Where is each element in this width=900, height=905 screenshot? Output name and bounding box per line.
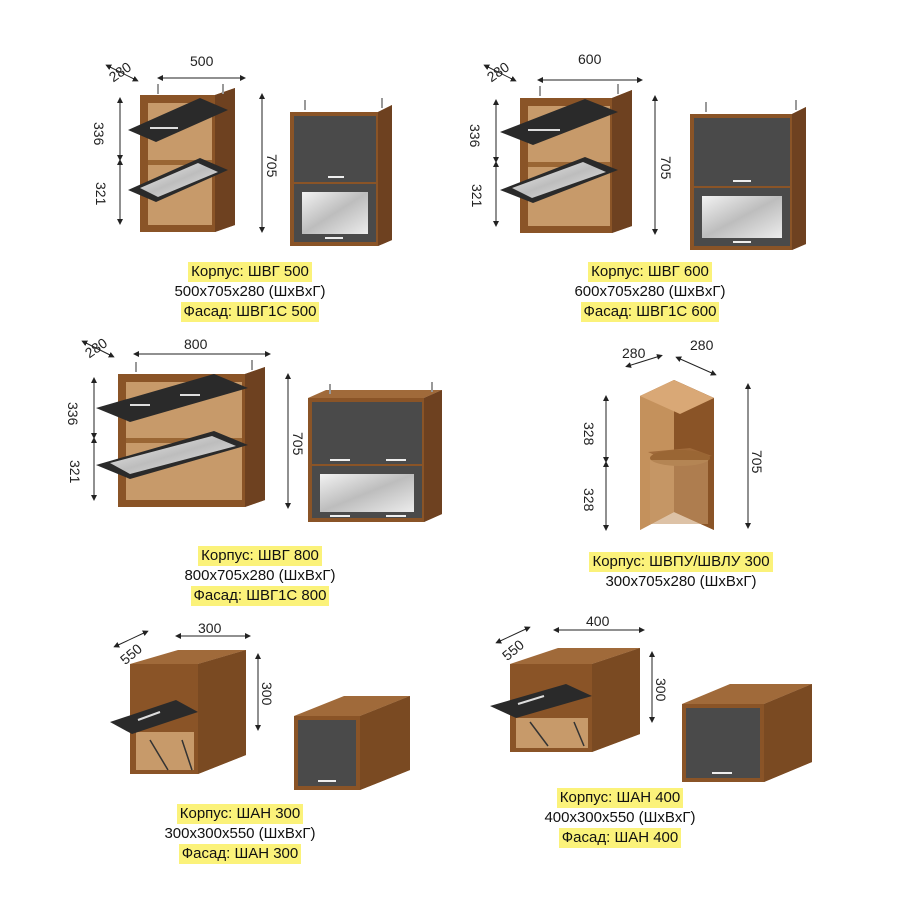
dim-depth: 280 (106, 58, 134, 85)
caption-line: Фасад: ШВГ1С 500 (180, 302, 320, 322)
dim-depth-b: 280 (690, 337, 714, 353)
dim-top-height: 328 (581, 422, 597, 446)
dim-top-height: 336 (467, 124, 483, 148)
dim-height: 705 (290, 432, 306, 456)
dim-bottom-height: 321 (93, 182, 109, 206)
caption-line: Корпус: ШВГ 800 (198, 546, 322, 566)
lift-door (110, 700, 198, 734)
caption-line: 500x705x280 (ШxВxГ) (174, 283, 326, 300)
block-shan400: 550 400 300 (490, 613, 812, 782)
block-shvg600: 600 280 336 321 705 (467, 51, 806, 250)
caption-line: Фасад: ШАН 400 (558, 828, 682, 848)
caption-line: Фасад: ШВГ1С 600 (580, 302, 720, 322)
closed-cabinet-shvg800 (308, 382, 442, 522)
dim-height: 300 (259, 682, 275, 706)
caption-line: 400x300x550 (ШxВxГ) (544, 809, 696, 826)
dim-bottom-height: 321 (469, 184, 485, 208)
caption-line: 800x705x280 (ШxВxГ) (184, 567, 336, 584)
caption-shan300: Корпус: ШАН 300 300x300x550 (ШxВxГ) Фаса… (120, 804, 360, 864)
caption-line: Фасад: ШАН 300 (178, 844, 302, 864)
caption-shvpu300: Корпус: ШВПУ/ШВЛУ 300 300x705x280 (ШxВxГ… (556, 552, 806, 592)
caption-line: 300x300x550 (ШxВxГ) (164, 825, 316, 842)
dim-width: 600 (578, 51, 602, 67)
dim-width: 800 (184, 336, 208, 352)
caption-shan400: Корпус: ШАН 400 400x300x550 (ШxВxГ) Фаса… (500, 788, 740, 848)
caption-line: Корпус: ШАН 400 (556, 788, 684, 808)
dim-depth: 550 (499, 636, 527, 663)
dim-top-height: 336 (65, 402, 81, 426)
open-cabinet-shvg600 (500, 84, 632, 233)
caption-line: Корпус: ШАН 300 (176, 804, 304, 824)
dim-width: 300 (198, 620, 222, 636)
block-shvpu300: 280 280 328 328 705 (581, 337, 765, 531)
open-cabinet-shvg800 (96, 360, 265, 507)
block-shvg500: 500 280 336 321 705 (91, 53, 392, 246)
dim-height: 705 (658, 156, 674, 180)
caption-line: 300x705x280 (ШxВxГ) (605, 573, 757, 590)
block-shan300: 550 300 300 (110, 620, 410, 790)
corner-cabinet (640, 380, 714, 530)
dim-height: 705 (264, 154, 280, 178)
dim-bottom-height: 328 (581, 488, 597, 512)
dim-width: 500 (190, 53, 214, 69)
lift-door-top (128, 98, 228, 142)
open-cabinet-shan400 (490, 648, 640, 752)
caption-line: Корпус: ШВПУ/ШВЛУ 300 (589, 552, 773, 572)
caption-line: Фасад: ШВГ1С 800 (190, 586, 330, 606)
open-cabinet-shan300 (110, 650, 246, 774)
closed-cabinet-shvg600 (690, 100, 806, 250)
caption-shvg800: Корпус: ШВГ 800 800x705x280 (ШxВxГ) Фаса… (140, 546, 380, 606)
caption-shvg500: Корпус: ШВГ 500 500x705x280 (ШxВxГ) Фаса… (130, 262, 370, 322)
dim-depth: 280 (484, 58, 512, 85)
caption-line: 600x705x280 (ШxВxГ) (574, 283, 726, 300)
caption-shvg600: Корпус: ШВГ 600 600x705x280 (ШxВxГ) Фаса… (530, 262, 770, 322)
dim-top-height: 336 (91, 122, 107, 146)
closed-cabinet-shan300 (294, 696, 410, 790)
dim-depth: 280 (82, 334, 110, 361)
dim-bottom-height: 321 (67, 460, 83, 484)
closed-cabinet-shan400 (682, 684, 812, 782)
dim-depth-a: 280 (622, 345, 646, 361)
caption-line: Корпус: ШВГ 500 (188, 262, 312, 282)
closed-cabinet-shvg500 (290, 98, 392, 246)
block-shvg800: 800 280 336 321 705 (65, 334, 442, 522)
caption-line: Корпус: ШВГ 600 (588, 262, 712, 282)
dim-height: 705 (749, 450, 765, 474)
dim-width: 400 (586, 613, 610, 629)
dim-height: 300 (653, 678, 669, 702)
open-cabinet-shvg500 (128, 84, 235, 232)
